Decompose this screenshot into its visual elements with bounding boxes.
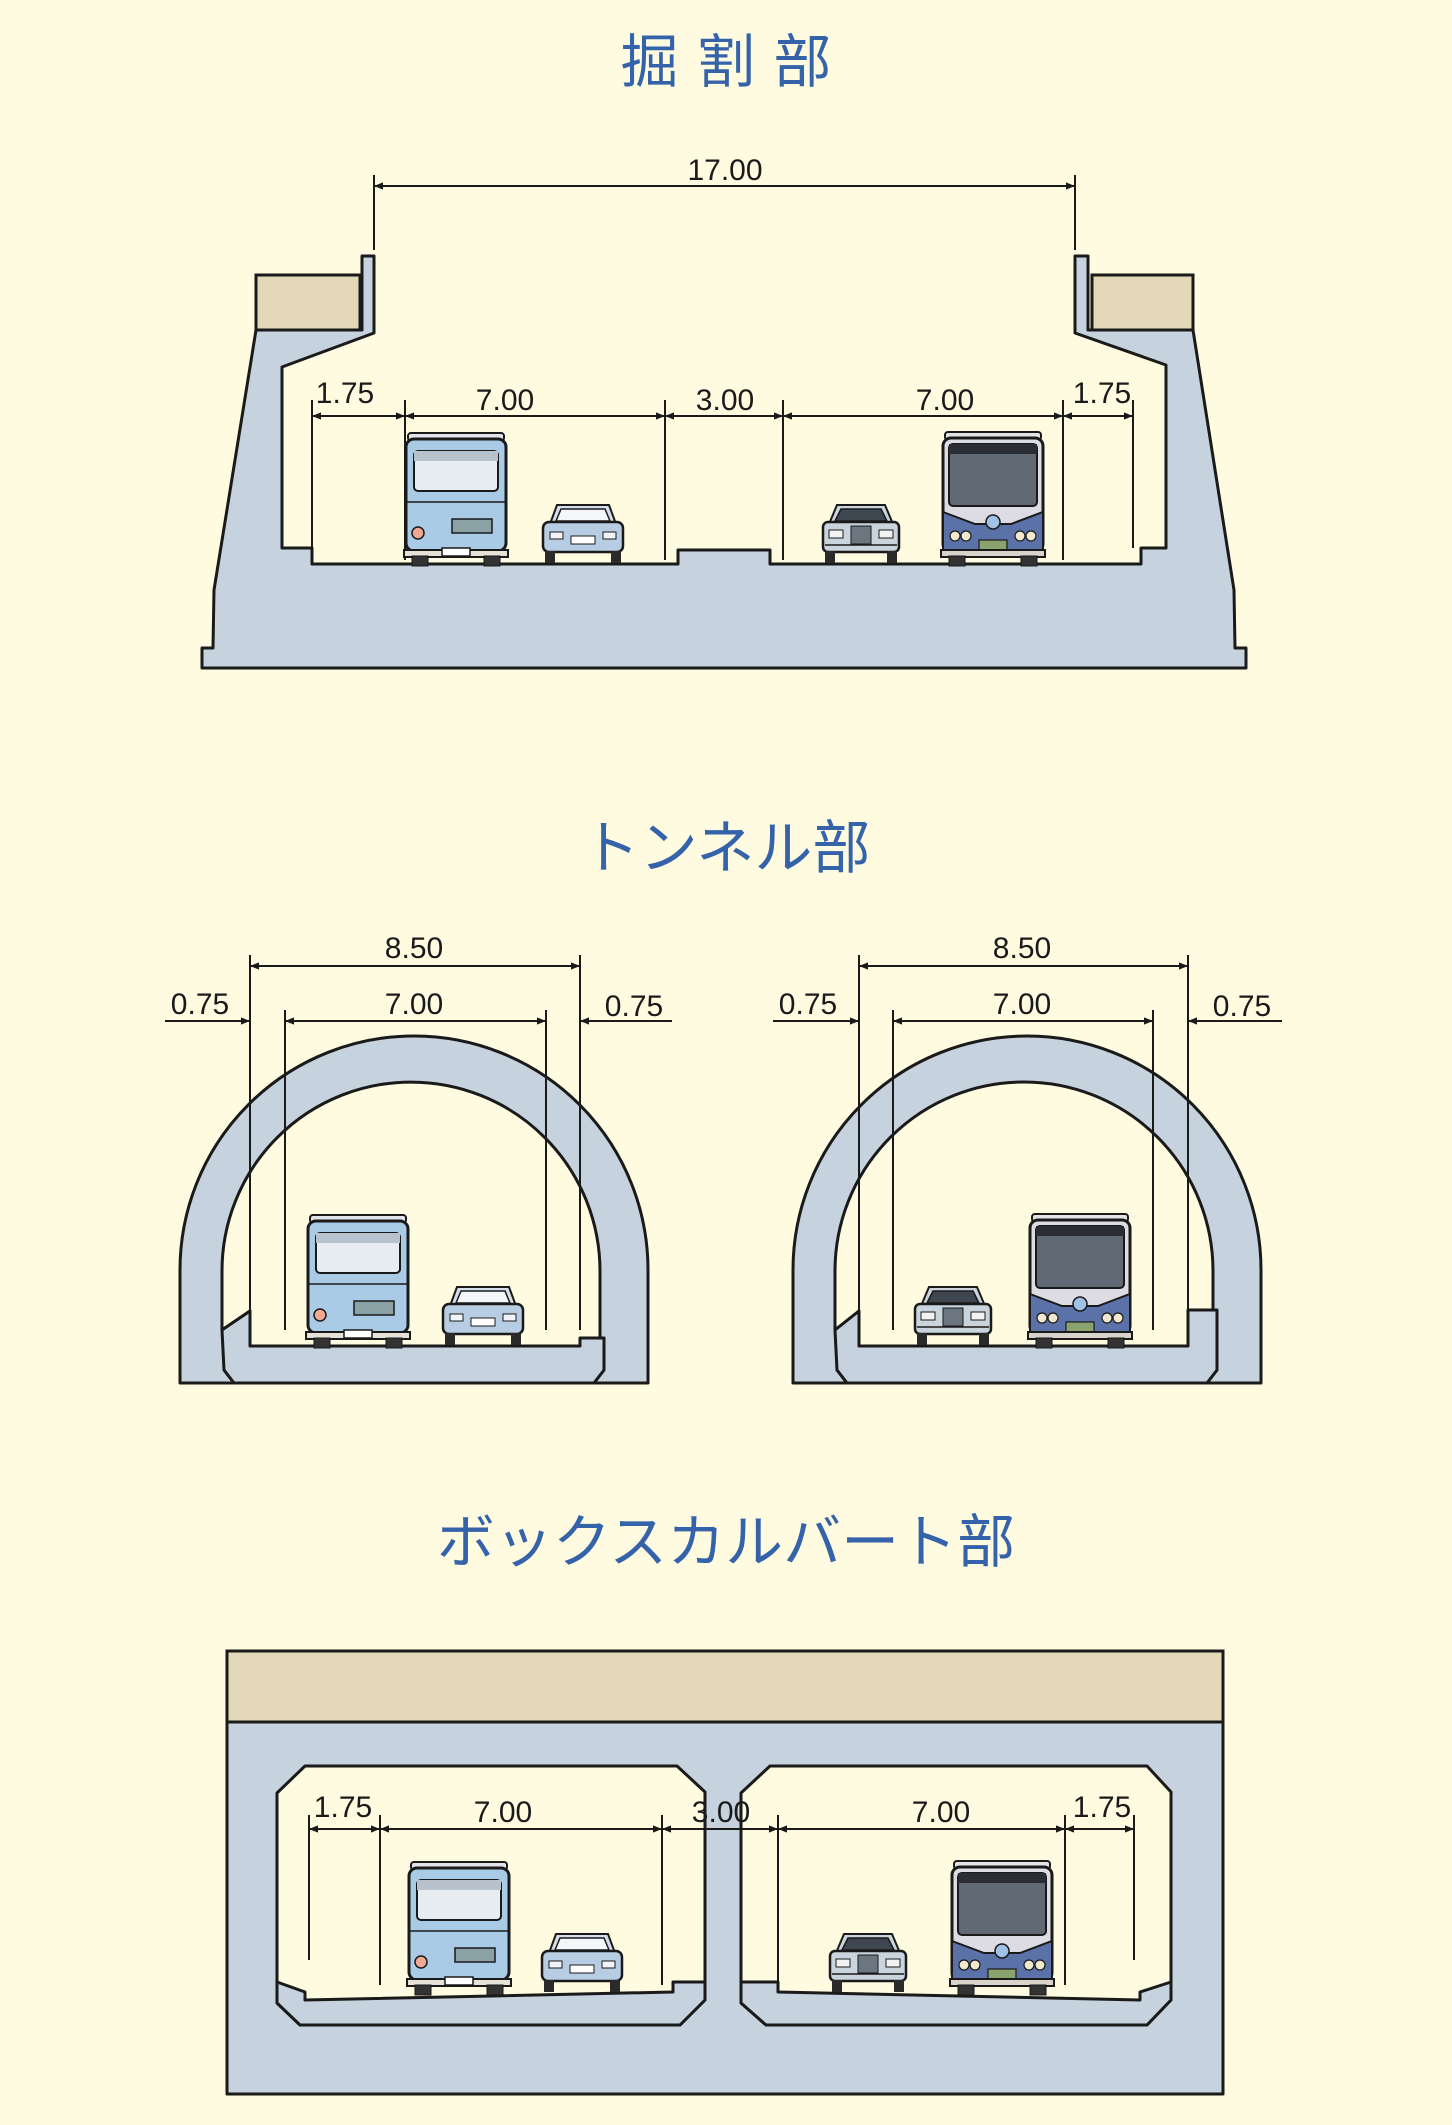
- tunnel-right-shoulder-right: 0.75: [1213, 990, 1271, 1023]
- box-shoulder-right: 1.75: [1073, 1791, 1131, 1824]
- box-median: 3.00: [692, 1796, 750, 1829]
- tunnel-right: 8.50 0.75 7.00 0.75: [773, 932, 1282, 1385]
- tunnel-left-shoulder-left: 0.75: [171, 988, 229, 1021]
- bus-front-icon: [1026, 1212, 1134, 1350]
- title-box-culvert-section: ボックスカルバート部: [437, 1508, 1015, 1576]
- box-lane-left: 7.00: [474, 1796, 532, 1829]
- bus-rear-icon: [304, 1213, 412, 1350]
- title-cut-section: 掘 割 部: [621, 28, 832, 96]
- tunnel-left-floor: [220, 1309, 606, 1385]
- tunnel-left: 8.50 0.75 7.00 0.75: [165, 932, 672, 1385]
- soil-left: [254, 273, 362, 332]
- car-front-icon: [821, 503, 901, 565]
- box-culvert-section: 1.75 7.00 3.00 7.00 1.75: [225, 1649, 1225, 2096]
- cut-structure: [200, 254, 1248, 670]
- cut-shoulder-left: 1.75: [316, 377, 374, 410]
- car-rear-icon: [541, 503, 625, 565]
- box-right-floor: [739, 1980, 1173, 2027]
- tunnel-left-lane: 7.00: [385, 988, 443, 1021]
- cut-lane-left: 7.00: [476, 384, 534, 417]
- bus-rear-icon: [405, 1860, 513, 1997]
- bus-rear-icon: [402, 431, 510, 568]
- tunnel-right-shoulder-left: 0.75: [779, 988, 837, 1021]
- tunnel-left-width: 8.50: [385, 932, 443, 965]
- box-left-floor: [275, 1980, 707, 2027]
- bus-front-icon: [948, 1859, 1056, 1997]
- soil-top: [225, 1649, 1225, 1724]
- tunnel-right-width: 8.50: [993, 932, 1051, 965]
- tunnel-left-shoulder-right: 0.75: [605, 990, 663, 1023]
- soil-right: [1090, 273, 1195, 332]
- cut-shoulder-right: 1.75: [1073, 377, 1131, 410]
- tunnel-right-lane: 7.00: [993, 988, 1051, 1021]
- tunnel-right-floor: [833, 1308, 1219, 1385]
- cut-median: 3.00: [696, 384, 754, 417]
- box-shoulder-left: 1.75: [314, 1791, 372, 1824]
- bus-front-icon: [939, 430, 1047, 568]
- box-lane-right: 7.00: [912, 1796, 970, 1829]
- cut-lane-right: 7.00: [916, 384, 974, 417]
- car-rear-icon: [441, 1285, 525, 1347]
- cut-section: 17.00 1.75 7.00 3.00 7.00 1.75: [200, 154, 1248, 670]
- cut-total-width: 17.00: [687, 154, 762, 187]
- title-tunnel-section: トンネル部: [582, 814, 871, 882]
- car-front-icon: [913, 1285, 993, 1347]
